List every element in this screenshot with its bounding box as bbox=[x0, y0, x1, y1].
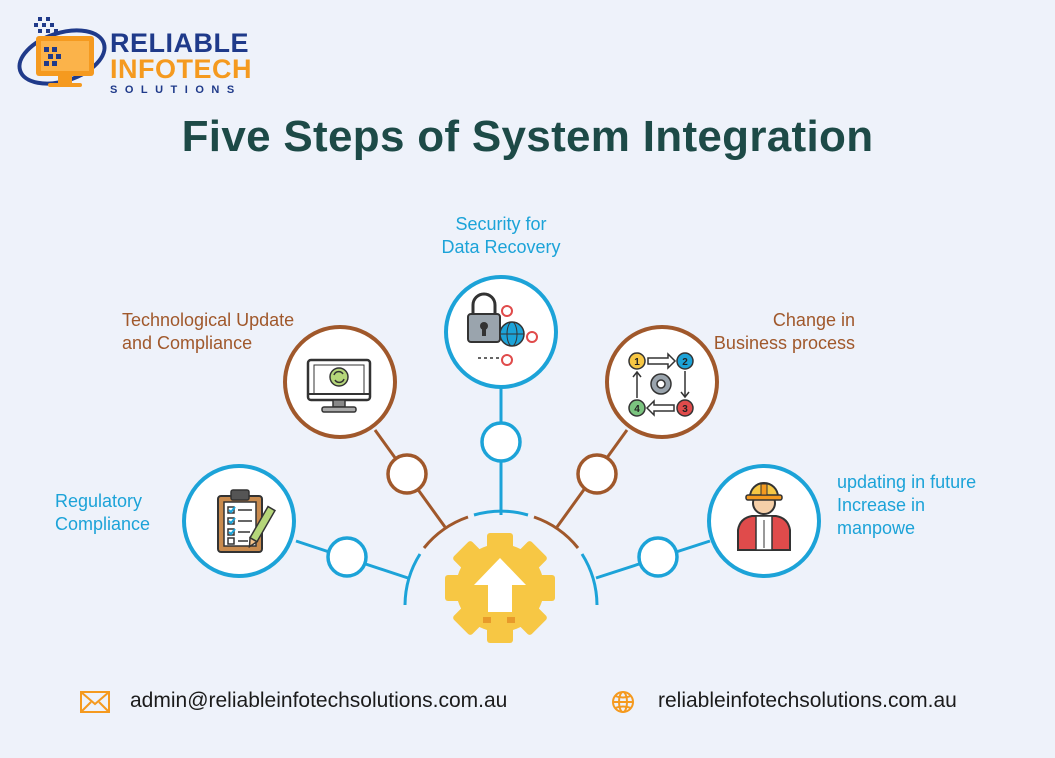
contact-website[interactable]: reliableinfotechsolutions.com.au bbox=[658, 689, 957, 712]
process-number-3: 3 bbox=[682, 404, 688, 415]
worker-hardhat-icon bbox=[737, 482, 791, 551]
step-label-line: and Compliance bbox=[122, 333, 253, 353]
base-arc bbox=[403, 509, 599, 606]
gear-upload-icon bbox=[445, 533, 555, 643]
step-label-line: Change in bbox=[772, 310, 855, 330]
envelope-icon bbox=[80, 691, 110, 713]
contact-email[interactable]: admin@reliableinfotechsolutions.com.au bbox=[130, 689, 508, 712]
step-label-tech-update: Technological Update and Compliance bbox=[122, 309, 342, 355]
step-label-line: Security for bbox=[455, 214, 547, 234]
logo-line-3: SOLUTIONS bbox=[110, 84, 242, 96]
step-label-line: Regulatory bbox=[55, 491, 143, 511]
process-number-4: 4 bbox=[634, 404, 640, 415]
step-label-line: Technological Update bbox=[122, 310, 295, 330]
step-label-security: Security for Data Recovery bbox=[401, 213, 601, 259]
small-nodes bbox=[326, 421, 679, 578]
step-label-regulatory: Regulatory Compliance bbox=[55, 490, 195, 536]
step-label-line: Increase in bbox=[837, 495, 926, 515]
logo-monitor-icon bbox=[17, 17, 107, 87]
process-number-2: 2 bbox=[682, 357, 688, 368]
step-label-change: Change in Business process bbox=[655, 309, 855, 355]
globe-icon bbox=[612, 691, 634, 713]
monitor-sync-icon bbox=[306, 358, 372, 413]
step-label-future: updating in future Increase in manpowe bbox=[837, 471, 1037, 540]
process-number-1: 1 bbox=[634, 357, 640, 368]
clipboard-checklist-icon bbox=[217, 489, 276, 553]
page-title: Five Steps of System Integration bbox=[181, 112, 874, 161]
logo-line-2: INFOTECH bbox=[110, 54, 252, 84]
step-label-line: Data Recovery bbox=[441, 237, 561, 257]
logo-line-1: RELIABLE bbox=[110, 28, 249, 58]
step-label-line: updating in future bbox=[837, 472, 977, 492]
step-label-line: Business process bbox=[713, 333, 855, 353]
step-label-line: Compliance bbox=[55, 514, 151, 534]
company-logo-text: RELIABLE INFOTECH SOLUTIONS bbox=[110, 28, 252, 97]
step-label-line: manpowe bbox=[837, 518, 916, 538]
business-process-icon: 1 2 3 4 bbox=[628, 352, 694, 417]
lock-network-icon bbox=[467, 292, 538, 366]
